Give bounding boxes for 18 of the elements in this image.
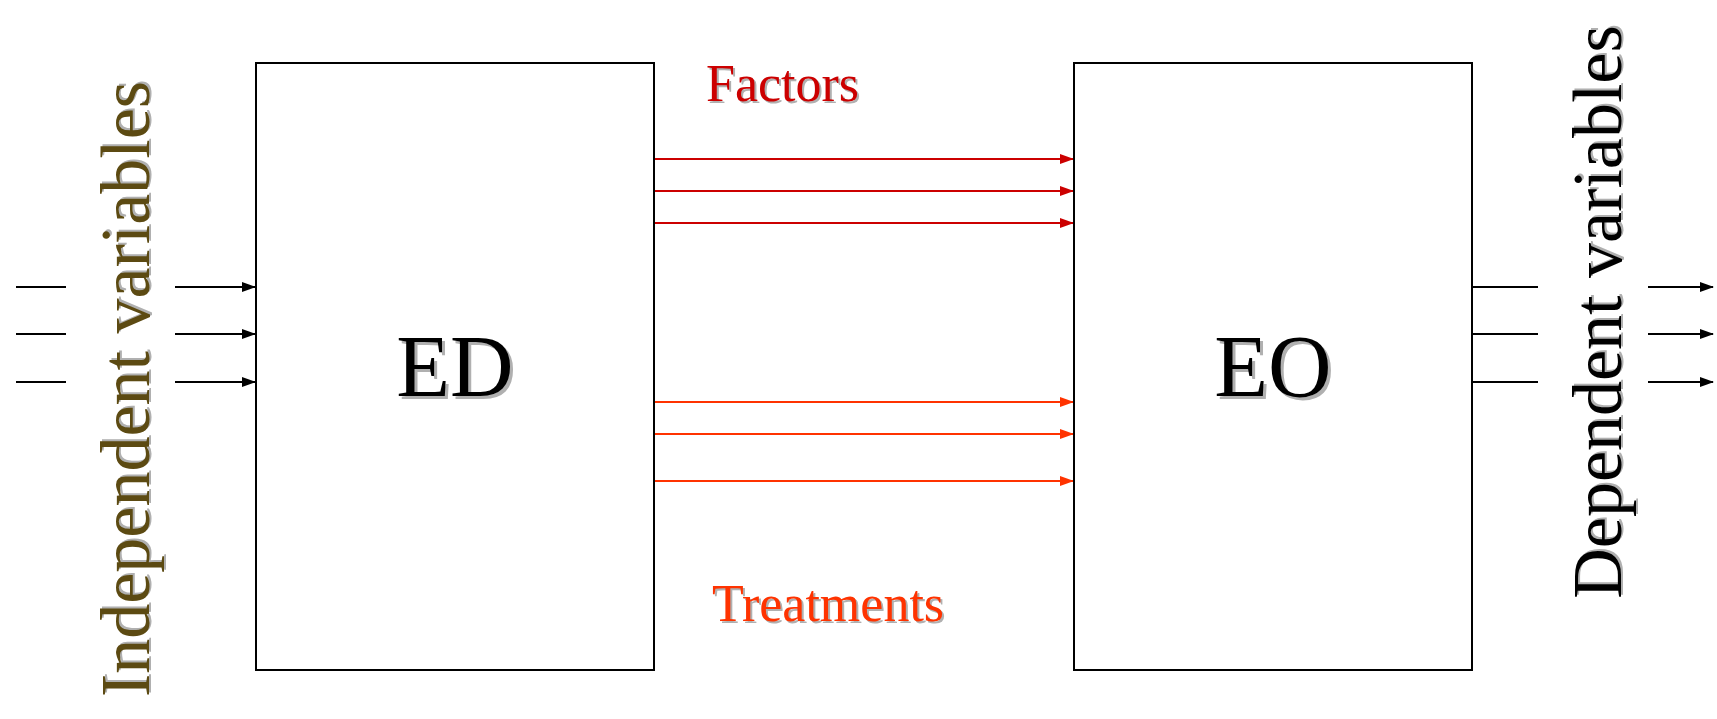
box-label: ED (396, 322, 514, 411)
arrow (654, 186, 1074, 196)
arrow (654, 397, 1074, 407)
group-label: Factors (706, 58, 860, 110)
arrow (1472, 329, 1714, 339)
arrow (15, 282, 256, 292)
arrow (654, 154, 1074, 164)
arrow (1472, 282, 1714, 292)
arrow (654, 476, 1074, 486)
arrow (654, 429, 1074, 439)
arrow (1472, 377, 1714, 387)
arrow (15, 377, 256, 387)
process-box (255, 62, 655, 671)
group-label: Treatments (712, 578, 945, 630)
arrow (654, 218, 1074, 228)
box-label: EO (1214, 322, 1332, 411)
arrow (15, 329, 256, 339)
process-box (1073, 62, 1473, 671)
